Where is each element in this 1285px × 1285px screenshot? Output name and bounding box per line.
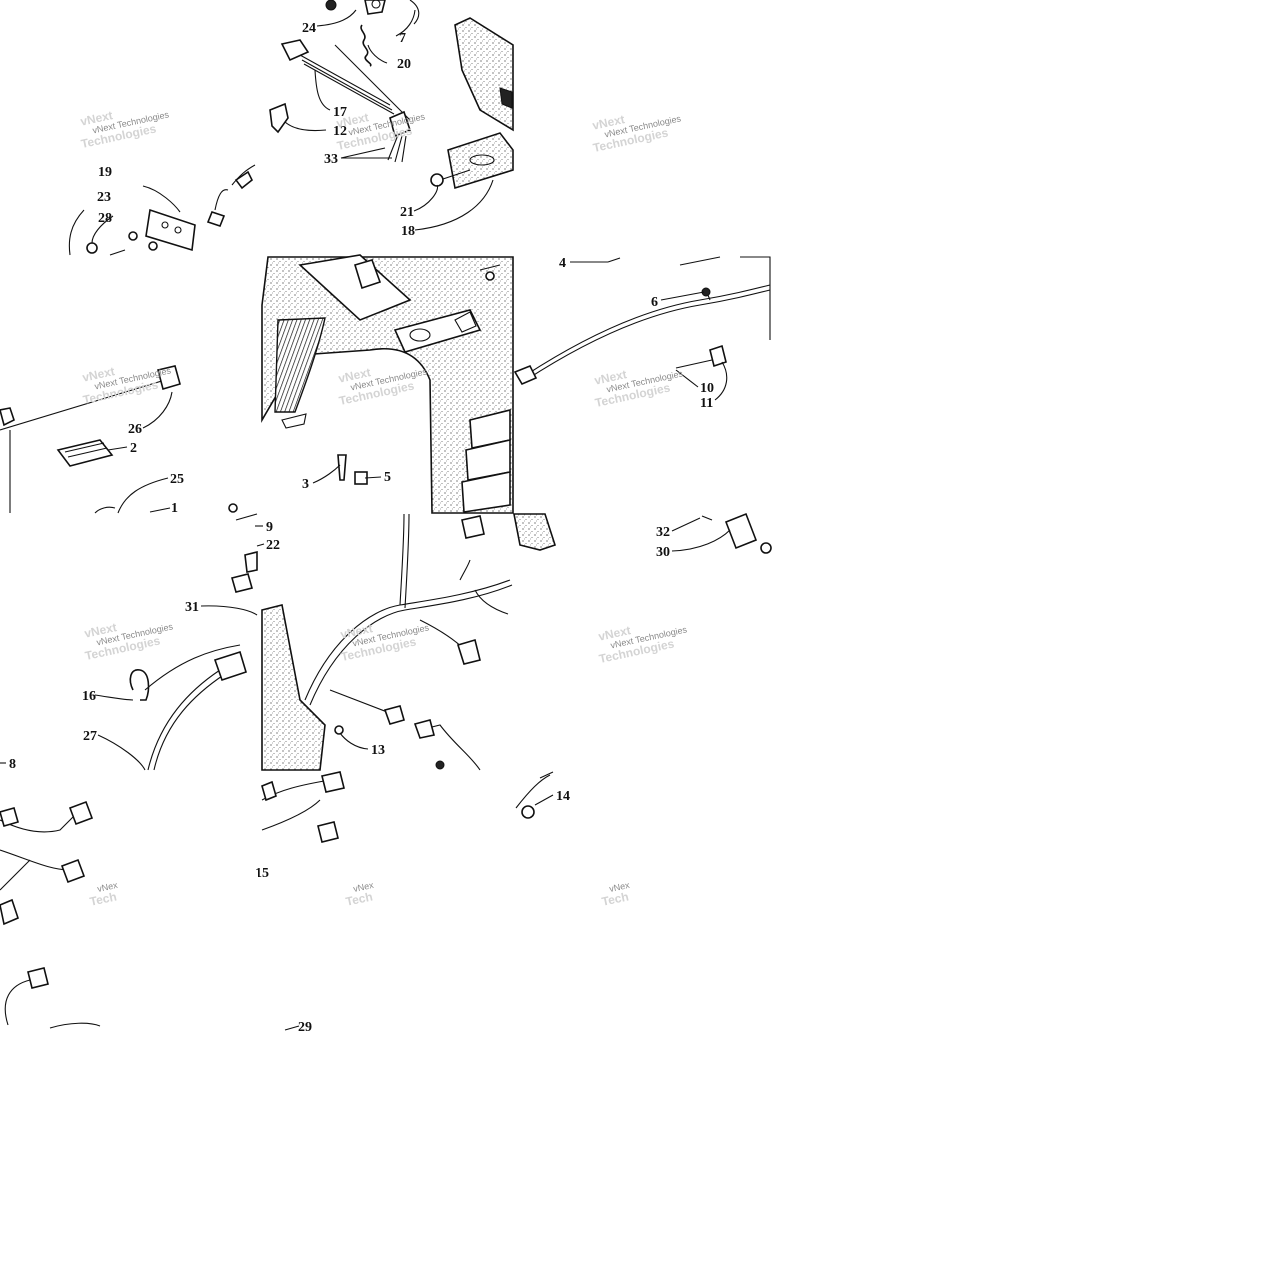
grommet [515,774,551,819]
callout-26: 26 [128,422,142,437]
callout-15: 15 [255,866,269,881]
watermark-fragment-icon: Tech vNex [600,880,631,909]
ignition-switch-assembly [269,0,514,190]
front-cowl [261,254,514,514]
svg-text:vNext: vNext [597,623,632,643]
callout-33: 33 [324,152,338,167]
watermark-logo-icon: vNext Technologies vNext Technologies [337,365,428,408]
svg-text:vNext: vNext [339,621,374,641]
watermark-logo-icon: vNext Technologies vNext Technologies [591,112,682,155]
watermark-logo-icon: vNext Technologies vNext Technologies [339,621,430,664]
callout-22: 22 [266,538,280,553]
callout-18: 18 [401,224,415,239]
svg-text:vNext: vNext [593,367,628,387]
callout-1: 1 [171,501,178,516]
svg-text:vNext: vNext [591,112,626,132]
watermark-fragments: Tech vNex Tech vNex Tech vNex [88,870,772,930]
callout-9: 9 [266,520,273,535]
callout-6: 6 [651,295,658,310]
callout-leaders [0,9,731,1031]
callout-2: 2 [130,441,137,456]
watermark-fragment-icon: Tech vNex [344,880,375,909]
svg-text:vNex: vNex [352,880,375,894]
callout-13: 13 [371,743,385,758]
callout-16: 16 [82,689,96,704]
headlight-panel-items [0,365,238,514]
callout-8: 8 [9,757,16,772]
callout-numbers: 1 2 3 4 5 6 7 8 9 10 11 12 13 14 15 16 1… [9,21,714,1035]
watermark-logo-icon: vNext Technologies vNext Technologies [79,108,170,151]
callout-31: 31 [185,600,199,615]
callout-25: 25 [170,472,184,487]
callout-3: 3 [302,477,309,492]
callout-20: 20 [397,57,411,72]
svg-text:Tech: Tech [344,889,373,908]
callout-5: 5 [384,470,391,485]
callout-10: 10 [700,381,714,396]
harness-end [261,771,345,843]
connector-assembly [701,512,772,554]
watermark-logo-icon: vNext Technologies vNext Technologies [83,620,174,663]
svg-text:vNext: vNext [79,108,114,128]
svg-text:vNext: vNext [337,365,372,385]
callout-7: 7 [399,31,406,46]
harness-plugs [0,800,101,1029]
callout-28: 28 [98,211,112,226]
watermark-fragment-icon: Tech vNex [88,880,119,909]
main-wiring-harness [261,513,557,771]
watermark-logo-icon: vNext Technologies vNext Technologies [593,367,684,410]
callout-4: 4 [559,256,566,271]
callout-21: 21 [400,205,414,220]
callout-32: 32 [656,525,670,540]
callout-24: 24 [302,21,316,36]
callout-14: 14 [556,789,570,804]
svg-text:Tech: Tech [600,889,629,908]
callout-11: 11 [700,396,713,411]
callout-29: 29 [298,1020,312,1035]
harness-clamp-parts [129,513,258,771]
callout-17: 17 [333,105,347,120]
svg-text:vNex: vNex [96,880,119,894]
svg-text:vNext: vNext [335,110,370,130]
watermark-logo-icon: vNext Technologies vNext Technologies [597,623,688,666]
bracket-assembly [86,164,256,256]
svg-text:vNex: vNex [608,880,631,894]
svg-text:Tech: Tech [88,889,117,908]
callout-27: 27 [83,729,97,744]
svg-text:vNext: vNext [81,364,116,384]
callout-12: 12 [333,124,347,139]
wiring-lead [513,256,771,386]
callout-19: 19 [98,165,112,180]
callout-30: 30 [656,545,670,560]
callout-23: 23 [97,190,111,205]
svg-text:vNext: vNext [83,620,118,640]
